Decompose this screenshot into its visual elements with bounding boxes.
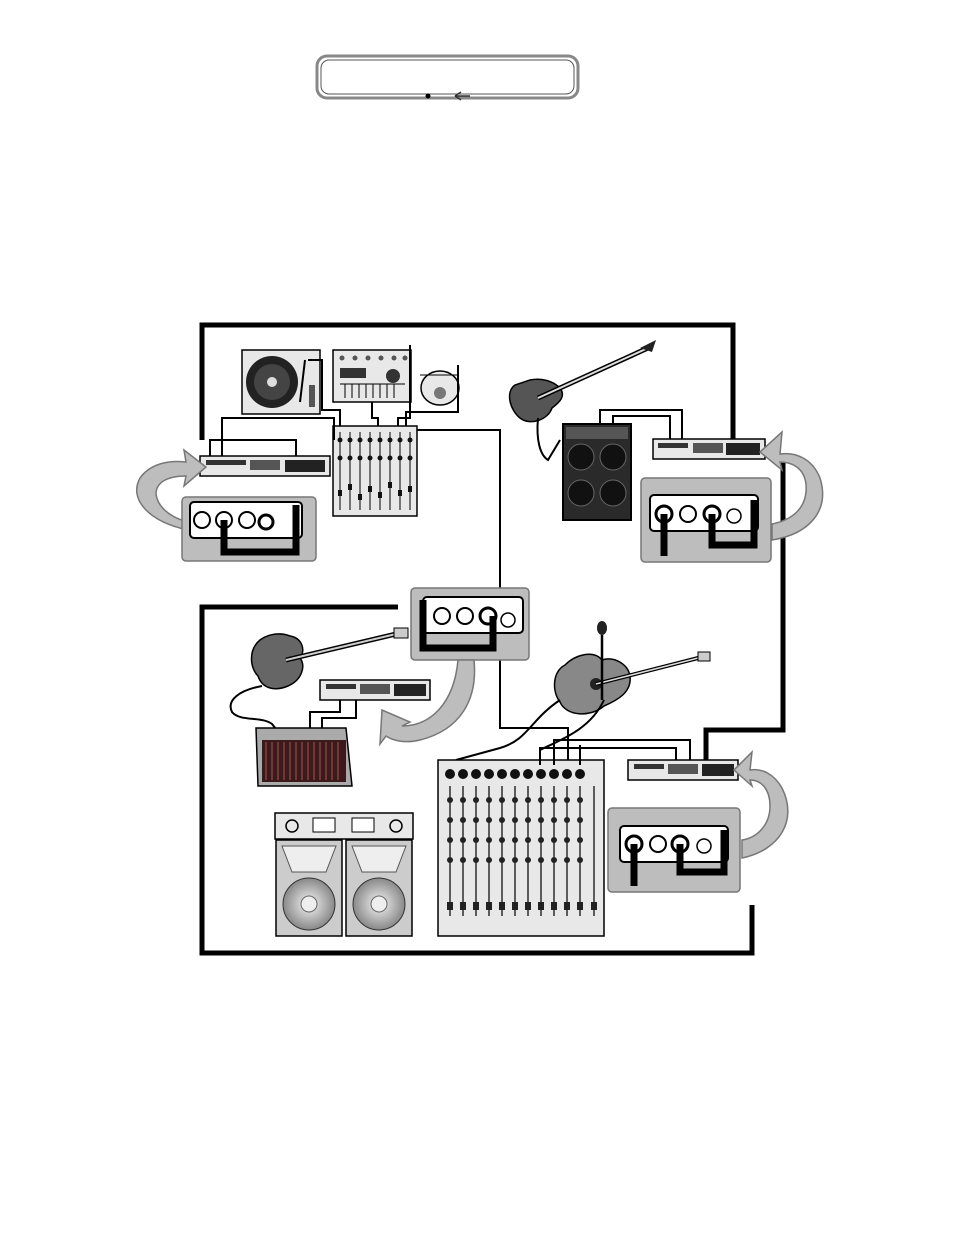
io-panel-left — [182, 497, 316, 561]
rack-unit-center — [310, 680, 430, 730]
main-mixer — [438, 760, 604, 936]
io-panel-right — [641, 478, 771, 562]
curved-arrow-center — [380, 660, 475, 744]
pa-speakers — [276, 840, 412, 936]
rack-unit-left — [200, 418, 334, 476]
header-banner — [317, 56, 578, 100]
pa-amplifier — [275, 813, 413, 839]
small-mixer — [333, 426, 417, 516]
drum-machine — [333, 350, 411, 402]
header-dot — [426, 94, 431, 99]
curved-arrow-bottom-right — [734, 752, 788, 858]
cd-player — [420, 371, 459, 405]
bass-cabinet — [563, 424, 631, 520]
rack-unit-right — [653, 439, 765, 459]
guitar-amp — [256, 728, 352, 786]
io-panel-bottom-right — [608, 808, 740, 892]
cable-acoustic — [456, 700, 560, 760]
rack-unit-bottom-right — [628, 760, 738, 780]
acoustic-guitar — [555, 652, 710, 714]
io-panel-center — [411, 588, 529, 660]
